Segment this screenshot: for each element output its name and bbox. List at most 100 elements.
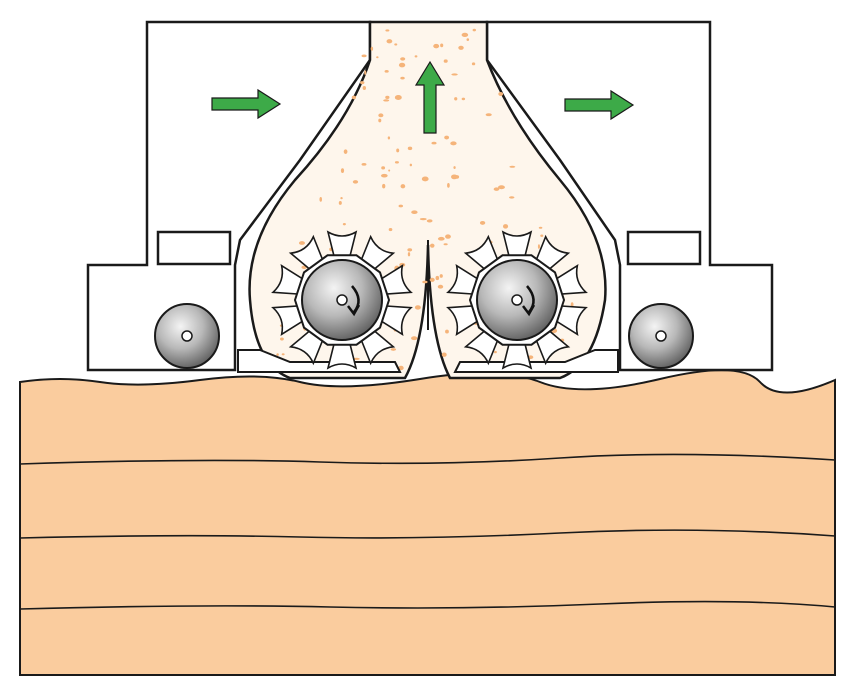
wood-chip (414, 305, 421, 310)
wood-chip (361, 54, 367, 58)
wood-chip (443, 59, 448, 63)
wood-chip (370, 46, 374, 51)
left-shoe (237, 349, 402, 373)
wood-chip (437, 284, 444, 289)
wood-chip (426, 219, 433, 223)
wood-chip (509, 165, 516, 168)
wood-chip (445, 234, 451, 239)
wood-chip (421, 176, 429, 182)
right-feed-roller (628, 303, 694, 369)
wood-chip (384, 70, 389, 73)
machine-housing (86, 20, 774, 372)
wood-chip (381, 166, 386, 170)
wood-chip (378, 113, 384, 118)
knife (501, 343, 533, 370)
wood-chip (471, 62, 476, 66)
wood-chip (362, 86, 367, 90)
wood-chip (447, 183, 450, 188)
wood-chip (570, 302, 574, 307)
right-pressure-bar (626, 230, 702, 266)
wood-chip (396, 148, 400, 153)
wood-chip (485, 113, 492, 117)
wood-chip (390, 348, 397, 351)
knife (271, 264, 304, 295)
knife (555, 305, 588, 336)
wood-chip (383, 99, 390, 102)
wood-chip (387, 136, 391, 140)
wood-chip (454, 97, 458, 101)
wood-chip (394, 95, 402, 101)
wood-chip (451, 174, 458, 180)
wood-chip (461, 97, 466, 101)
roller-axle (655, 330, 667, 342)
knife (463, 234, 499, 271)
wood-chip (352, 180, 359, 184)
rotation-arrow-icon (522, 285, 536, 317)
wood-chip (400, 184, 406, 189)
wood-chip (388, 227, 393, 232)
wood-chip (493, 350, 497, 354)
wood-chip (385, 95, 390, 99)
wood-chip (472, 28, 477, 32)
wood-chip (450, 141, 457, 146)
wood-chip (498, 91, 504, 96)
wood-chip (422, 280, 428, 284)
knife (326, 230, 358, 257)
wood-chip (498, 185, 505, 190)
wood-chip (540, 234, 544, 237)
knife (288, 234, 324, 271)
knife (360, 234, 396, 271)
drum-axle (511, 294, 523, 306)
grain-line (19, 453, 836, 465)
wood-chip (407, 252, 411, 257)
wood-chip (433, 43, 440, 49)
wood-chip (280, 337, 284, 341)
wood-chip (453, 166, 456, 169)
wood-chip (509, 196, 515, 199)
wood-chip (342, 222, 346, 226)
wood-chip (409, 163, 413, 167)
wood-chip (376, 56, 379, 59)
cutter-head (271, 230, 413, 370)
wood-chip (411, 210, 418, 215)
knife (360, 329, 396, 366)
wood-chip (461, 32, 469, 38)
wood-chip (445, 329, 449, 334)
knife (380, 264, 413, 295)
wood-chip (378, 118, 382, 123)
wood-chip (398, 204, 404, 208)
wood-chip (440, 43, 444, 48)
wood-chip (414, 55, 418, 58)
right-shoe (453, 349, 619, 373)
wood-chip (343, 149, 348, 154)
flow-arrow-right-icon (211, 88, 282, 120)
wood-chip (276, 353, 279, 357)
wood-chip (364, 70, 367, 75)
wood-chip (443, 243, 448, 246)
wood-chip (441, 352, 447, 357)
wood-chip (466, 38, 470, 41)
wood-chip (458, 45, 464, 50)
wood-chip (338, 201, 342, 205)
wood-chip (340, 196, 343, 200)
rotation-arrow-icon (347, 285, 361, 317)
wood-chip (298, 241, 305, 245)
wood-chip (361, 162, 367, 166)
knife (326, 343, 358, 370)
wood-chip (386, 39, 393, 44)
knife (446, 305, 479, 336)
wood-chip (281, 353, 285, 356)
wood-chip (431, 141, 437, 145)
wood-chip (394, 43, 398, 46)
wood-chip (538, 226, 543, 229)
wood-chip (435, 275, 440, 281)
wood-chip (388, 169, 391, 172)
wood-chip (398, 365, 404, 371)
wood-chip (340, 168, 345, 173)
wood-chip (502, 224, 509, 229)
wood-chip (398, 62, 406, 68)
wood-chip (382, 183, 386, 189)
wood-chip (411, 336, 418, 341)
